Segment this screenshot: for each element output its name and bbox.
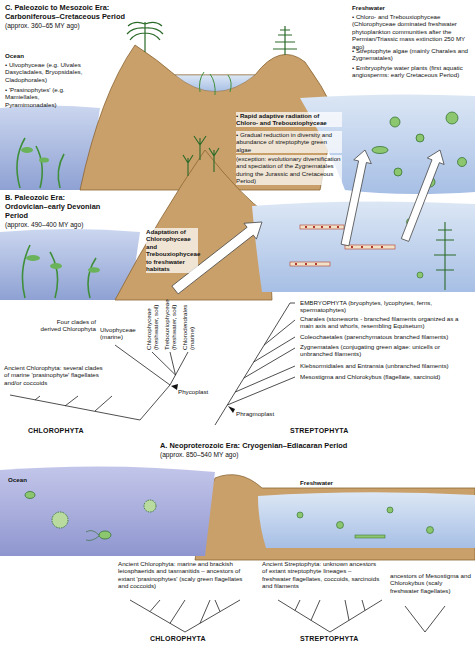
clade-label: Trebouxiophyceae (freshwater, soil) xyxy=(163,300,178,350)
pointer-arrowhead xyxy=(171,384,178,390)
habitat-label: Freshwater xyxy=(300,479,333,486)
seaweed-blade xyxy=(88,267,100,273)
pointer-arrowhead xyxy=(228,406,235,413)
leiosphaerid xyxy=(52,512,68,528)
arrow-note: Adaptation of Chlorophyceae and Trebouxi… xyxy=(146,228,198,273)
cladogram xyxy=(215,303,295,425)
transition-arrow xyxy=(401,150,444,241)
period-dates: (approx. 490–400 MY ago) xyxy=(5,221,105,229)
clade-label: Mesostigma and Chlorokybus (flagellate, … xyxy=(300,373,472,380)
cladogram xyxy=(130,600,240,632)
lineage-label: CHLOROPHYTA xyxy=(28,427,84,435)
lineage-label: STREPTOPHYTA xyxy=(300,635,359,643)
lake-water xyxy=(252,201,475,292)
ocean-water xyxy=(0,466,215,556)
seaweed-blade xyxy=(26,255,40,261)
panel-heading: A. Neoproterozoic Era: Cryogenian–Ediaca… xyxy=(160,442,440,451)
water-plant xyxy=(200,72,232,95)
taxon-note: • Chloro- and Trebouxiophyceae (Chloroph… xyxy=(352,13,473,50)
character-label: Phycoplast xyxy=(178,388,208,395)
land-hill xyxy=(195,475,475,560)
clade-label: Zygnematales (conjugating green algae: u… xyxy=(300,343,472,358)
panel-heading: B. Paleozoic Era: Ordovician–early Devon… xyxy=(5,194,105,221)
panel-title: B. Paleozoic Era: Ordovician–early Devon… xyxy=(5,194,105,229)
taxon-note: ancestors of Mesostigma and Chlorokybus … xyxy=(390,572,472,594)
algal-cell xyxy=(458,158,467,167)
flagellate xyxy=(99,531,111,539)
character-label: Phragmoplast xyxy=(236,410,274,417)
cladogram xyxy=(405,606,445,632)
seaweed xyxy=(17,138,64,188)
algal-cell xyxy=(390,117,400,127)
taxon-note: • Embryophyte water plants (first aquati… xyxy=(352,64,473,79)
algal-cell xyxy=(416,134,424,142)
era-panel: A. Neoproterozoic Era: Cryogenian–Ediaca… xyxy=(0,440,475,646)
clade-note: Ancient Chlorophyta: several clades of m… xyxy=(4,364,104,386)
flagellate xyxy=(25,492,35,499)
habitat-label: Freshwater xyxy=(352,4,385,11)
tree-fern xyxy=(127,22,163,52)
transition-arrow xyxy=(341,150,371,246)
ocean-water xyxy=(0,229,140,300)
algal-cell xyxy=(417,272,423,278)
clade-note: Four clades of derived Chlorophyta xyxy=(38,318,96,333)
clade-label: Chlorophyceae (freshwater, soil) xyxy=(145,300,160,350)
seaweed-blade xyxy=(39,157,49,162)
period-dates: (approx. 360–65 MY ago) xyxy=(5,22,127,30)
seaweed-blade xyxy=(50,263,62,269)
clade-label: Ulvophyceae (marine) xyxy=(100,326,142,341)
early-land-plant xyxy=(183,136,219,176)
panel-heading: C. Paleozoic to Mesozoic Era: Carbonifer… xyxy=(5,4,127,22)
algal-cell xyxy=(297,512,303,518)
clade-label: Coleochaetales (parenchymatous branched … xyxy=(300,333,472,340)
filament xyxy=(355,535,385,538)
algal-cell xyxy=(337,522,344,529)
algal-cell xyxy=(394,168,402,176)
taxon-note: Ancient Streptophyta: unknown ancestors … xyxy=(262,560,382,590)
clade-label: Chlorodendrales (marine) xyxy=(181,300,196,350)
conifer xyxy=(273,26,297,55)
chloroplast-band xyxy=(296,226,382,265)
algal-cell xyxy=(427,527,434,534)
arrow-note: • Rapid adaptive radiation of Chloro- an… xyxy=(236,112,342,127)
arrow-note: (exception: evolutionary diversification… xyxy=(236,155,342,185)
taxon-note: Ancient Chlorophyta: marine and brackish… xyxy=(118,560,253,590)
habitat-label: Ocean xyxy=(8,476,27,483)
flagellum xyxy=(86,531,99,541)
leiosphaerid xyxy=(144,500,156,512)
algal-cell xyxy=(387,507,393,513)
seaweed xyxy=(22,245,96,298)
seaweed-blade xyxy=(21,147,33,153)
lineage-label: STREPTOPHYTA xyxy=(290,427,349,435)
clade-label: Charales (stoneworts - branched filament… xyxy=(300,315,472,330)
desmid xyxy=(372,147,388,154)
taxon-note: • 'Prasinophytes' (e.g. Mamiellales, Pyr… xyxy=(5,86,90,108)
algal-cell xyxy=(446,112,458,124)
lake-water xyxy=(258,492,475,548)
clade-label: EMBRYOPHYTA (bryophytes, lycophytes, fer… xyxy=(300,299,472,314)
lineage-label: CHLOROPHYTA xyxy=(150,635,206,643)
clade-label: Klebsormidiales and Entransia (unbranche… xyxy=(300,362,472,369)
panel-title: C. Paleozoic to Mesozoic Era: Carbonifer… xyxy=(5,4,127,30)
period-dates: (approx. 850–540 MY ago) xyxy=(160,451,440,459)
habitat-label: Ocean xyxy=(5,52,24,59)
arrow-note: • Gradual reduction in diversity and abu… xyxy=(236,131,342,153)
stonewort xyxy=(434,222,456,290)
cladogram xyxy=(278,600,382,632)
panel-title: A. Neoproterozoic Era: Cryogenian–Ediaca… xyxy=(160,442,440,459)
taxon-note: • Ulvophyceae (e.g. Ulvales Dasycladales… xyxy=(5,61,90,83)
taxon-note: • Streptophyte algae (mainly Charales an… xyxy=(352,47,473,62)
